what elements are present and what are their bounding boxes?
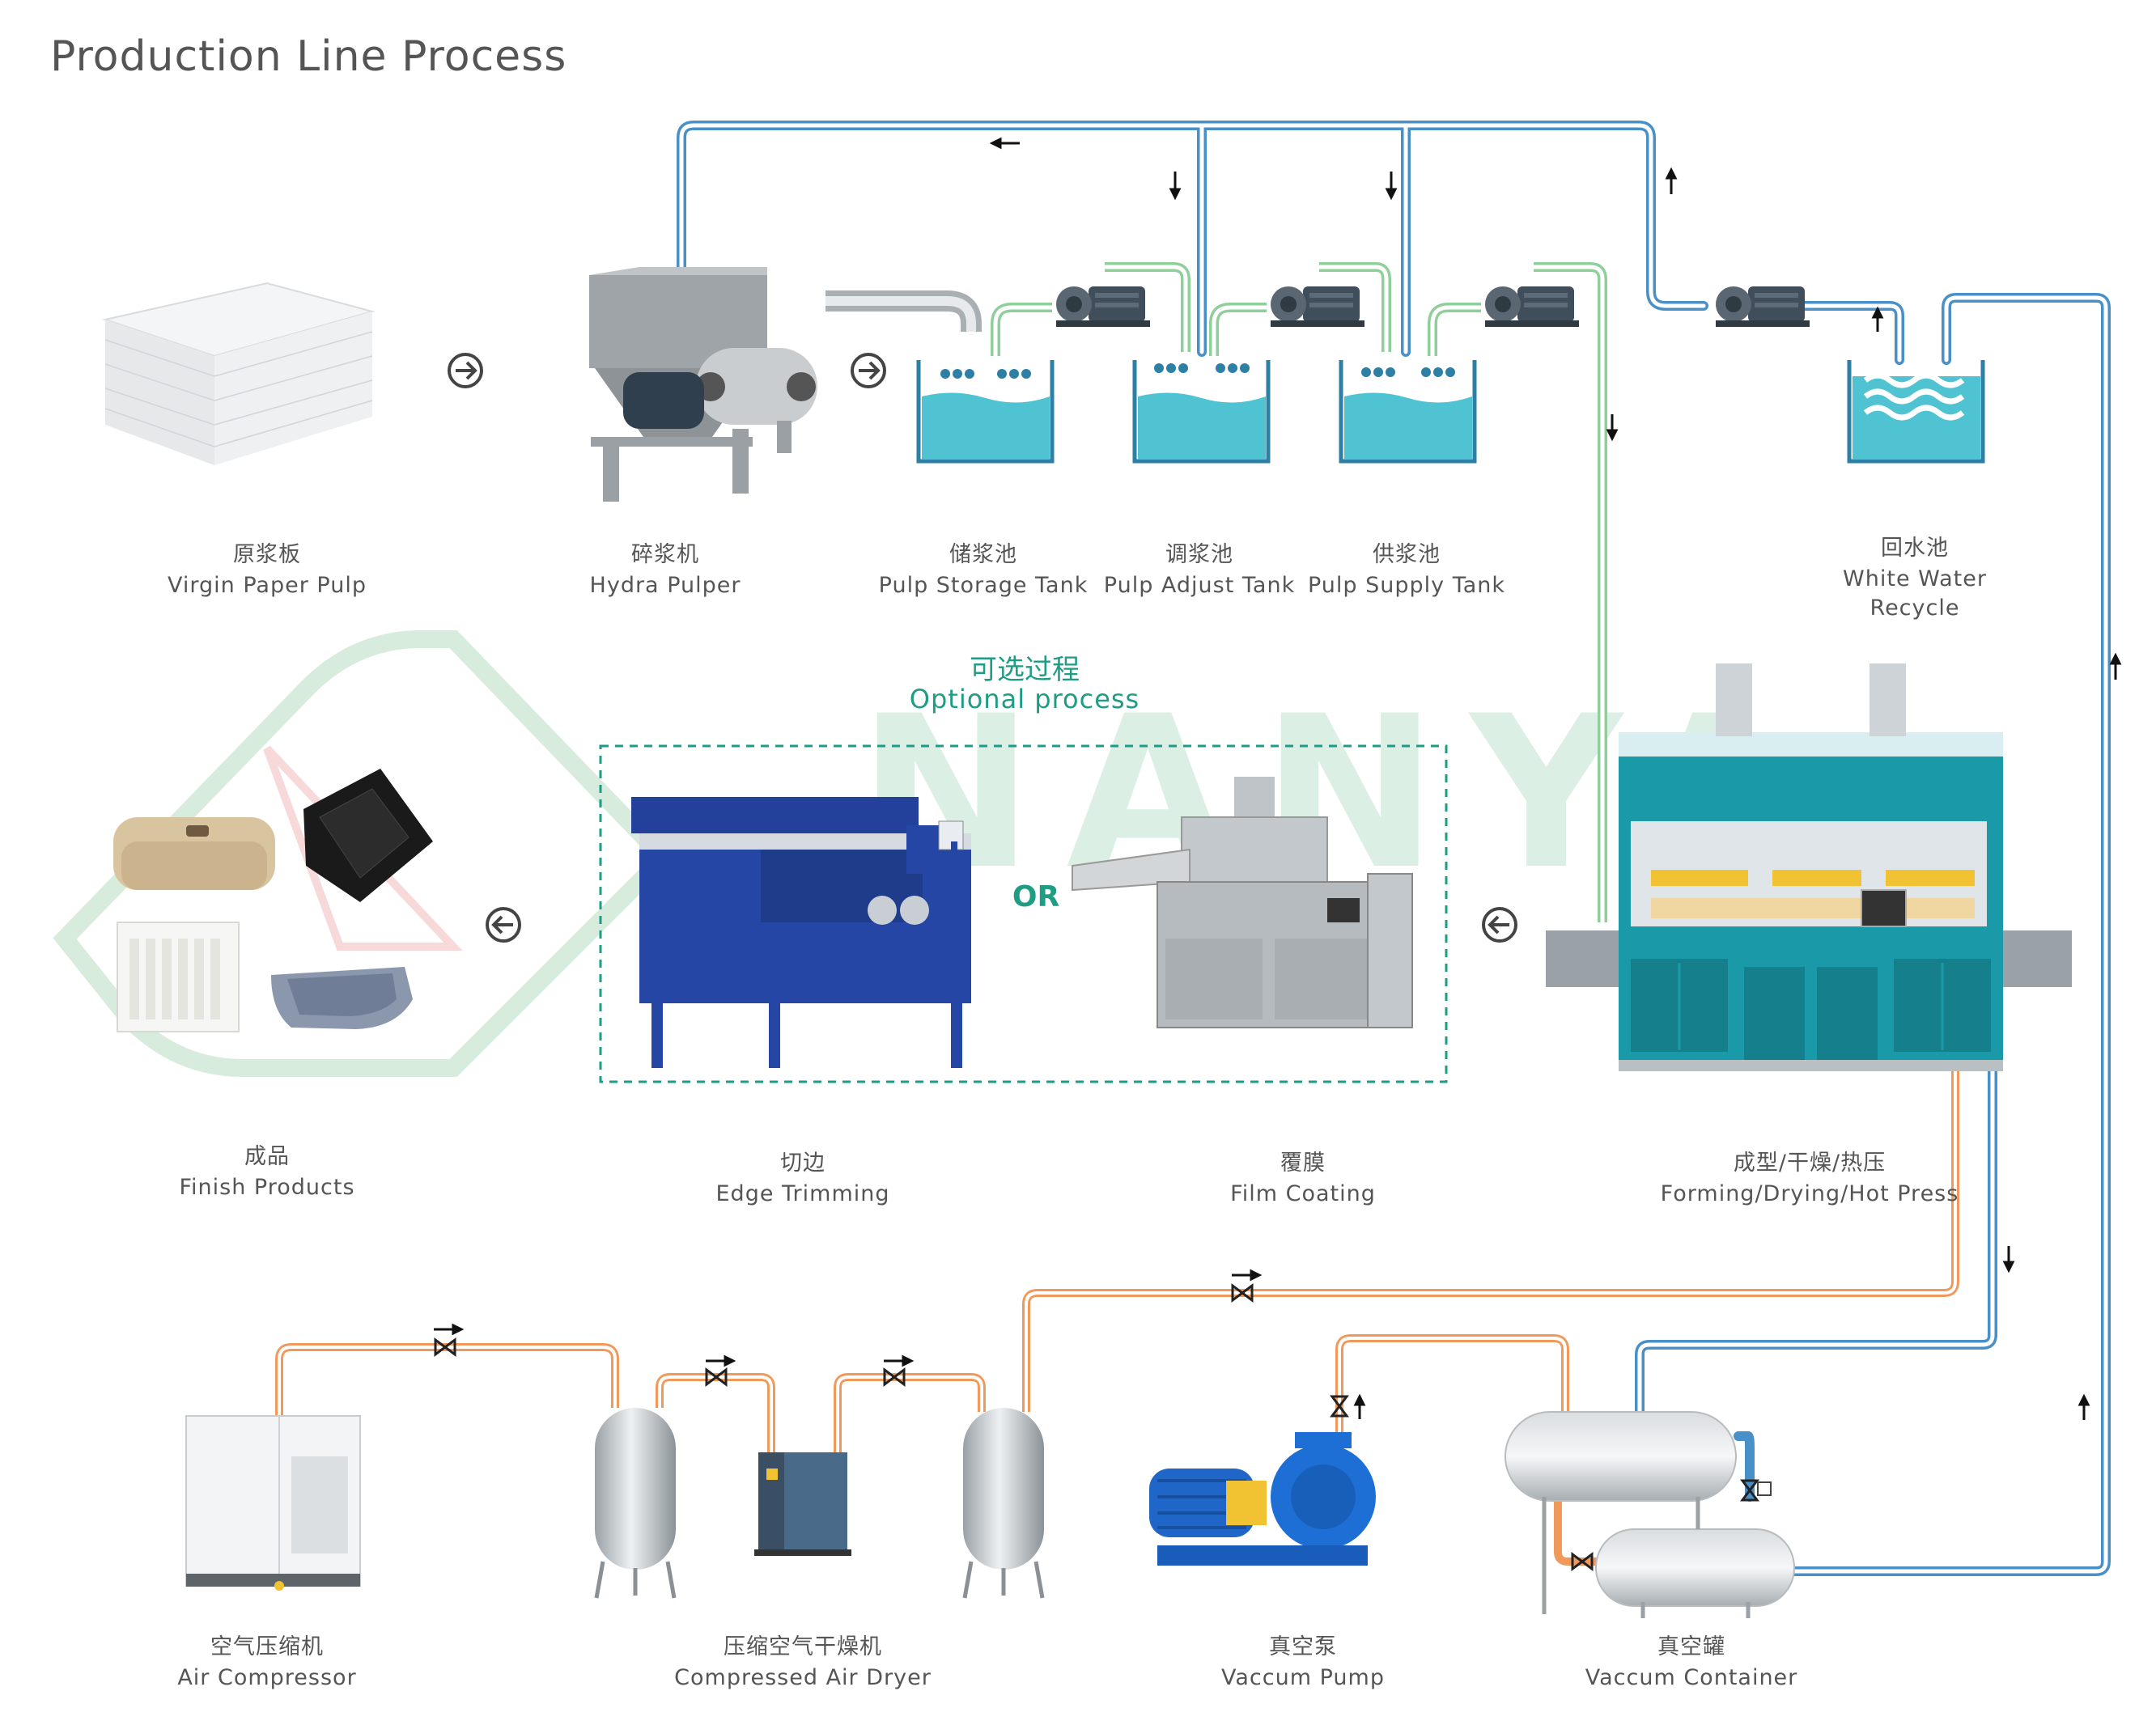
forming-en: Forming/Drying/Hot Press <box>1660 1181 1959 1206</box>
vacuum-pump-en: Vaccum Pump <box>1221 1665 1385 1690</box>
white-water-label: 回水池 White Water Recycle <box>1843 532 1987 623</box>
air-compressor-en: Air Compressor <box>177 1665 357 1690</box>
adjust-tank-label: 调浆池 Pulp Adjust Tank <box>1104 539 1295 600</box>
supply-tank-en: Pulp Supply Tank <box>1307 573 1506 598</box>
storage-tank-en: Pulp Storage Tank <box>878 573 1089 598</box>
supply-tank-label: 供浆池 Pulp Supply Tank <box>1308 539 1505 600</box>
finish-products-label: 成品 Finish Products <box>179 1141 354 1202</box>
page-title: Production Line Process <box>50 32 567 81</box>
white-water-en2: Recycle <box>1870 595 1960 621</box>
forming-zh: 成型/干燥/热压 <box>1733 1151 1886 1176</box>
vacuum-pump-label: 真空泵 Vaccum Pump <box>1221 1631 1385 1693</box>
air-dryer-zh: 压缩空气干燥机 <box>723 1634 882 1659</box>
vacuum-container-image <box>1505 1411 1795 1618</box>
edge-trimming-label: 切边 Edge Trimming <box>715 1147 889 1209</box>
pump-icon <box>1056 286 1150 327</box>
air-dryer-en: Compressed Air Dryer <box>674 1665 932 1690</box>
hydra-pulper-zh: 碎浆机 <box>630 542 699 567</box>
forming-label: 成型/干燥/热压 Forming/Drying/Hot Press <box>1661 1147 1959 1209</box>
air-compressor-image <box>185 1415 361 1591</box>
white-water-zh: 回水池 <box>1881 536 1949 561</box>
hydra-pulper-en: Hydra Pulper <box>589 573 741 598</box>
pump-icon <box>1485 286 1579 327</box>
wave-icon <box>1863 372 1965 421</box>
pulp-adjust-tank-image <box>1132 360 1271 464</box>
arrow-right-circle-icon <box>448 353 886 388</box>
air-compressor-label: 空气压缩机 Air Compressor <box>177 1631 356 1693</box>
air-compressor-zh: 空气压缩机 <box>210 1634 324 1659</box>
optional-process-zh: 可选过程 <box>970 654 1080 686</box>
air-tank-image <box>963 1408 1044 1598</box>
edge-trimming-zh: 切边 <box>779 1151 825 1176</box>
adjust-tank-zh: 调浆池 <box>1165 542 1233 567</box>
or-label: OR <box>1012 880 1060 913</box>
white-water-tank-image <box>1847 360 1985 464</box>
vacuum-container-zh: 真空罐 <box>1657 1634 1725 1659</box>
edge-trimming-en: Edge Trimming <box>715 1181 890 1206</box>
film-coating-machine-image <box>1072 777 1413 1028</box>
finish-products-zh: 成品 <box>244 1144 290 1169</box>
pump-icon <box>1716 286 1810 327</box>
hydra-pulper-image <box>589 267 817 502</box>
supply-tank-zh: 供浆池 <box>1373 542 1441 567</box>
storage-tank-label: 储浆池 Pulp Storage Tank <box>879 539 1089 600</box>
hydra-pulper-label: 碎浆机 Hydra Pulper <box>590 539 741 600</box>
optional-process-box <box>599 744 1448 1083</box>
pulp-supply-tank-image <box>1339 360 1477 464</box>
vacuum-container-label: 真空罐 Vaccum Container <box>1585 1631 1798 1693</box>
vacuum-pump-image <box>1149 1432 1376 1566</box>
adjust-tank-en: Pulp Adjust Tank <box>1103 573 1296 598</box>
virgin-pulp-label: 原浆板 Virgin Paper Pulp <box>168 539 367 600</box>
finish-products-en: Finish Products <box>179 1175 355 1200</box>
forming-machine-image <box>1546 663 2072 1071</box>
water-drops-icon <box>940 369 1031 379</box>
arrow-left-circle-icon <box>486 907 1517 943</box>
gauge-icon <box>1757 1481 1772 1496</box>
water-drops-icon <box>1154 363 1250 373</box>
film-coating-en: Film Coating <box>1230 1181 1376 1206</box>
air-tank-image <box>595 1408 676 1598</box>
pump-icon <box>1271 286 1364 327</box>
virgin-pulp-image <box>102 282 376 465</box>
vacuum-pump-zh: 真空泵 <box>1269 1634 1337 1659</box>
edge-trimming-machine-image <box>631 797 971 1068</box>
virgin-pulp-en: Virgin Paper Pulp <box>168 573 367 598</box>
vacuum-container-en: Vaccum Container <box>1585 1665 1798 1690</box>
white-water-en1: White Water <box>1843 566 1987 591</box>
optional-process-en: Optional process <box>909 684 1140 714</box>
finish-products-image <box>113 769 433 1032</box>
flow-arrow-icon <box>434 137 2122 1420</box>
air-dryer-label: 压缩空气干燥机 Compressed Air Dryer <box>674 1631 932 1693</box>
storage-tank-zh: 储浆池 <box>949 542 1017 567</box>
film-coating-label: 覆膜 Film Coating <box>1230 1147 1376 1209</box>
air-dryer-image <box>754 1452 851 1556</box>
virgin-pulp-zh: 原浆板 <box>232 542 301 567</box>
water-drops-icon <box>1361 367 1455 377</box>
pulp-storage-tank-image <box>916 360 1055 464</box>
film-coating-zh: 覆膜 <box>1280 1151 1326 1176</box>
